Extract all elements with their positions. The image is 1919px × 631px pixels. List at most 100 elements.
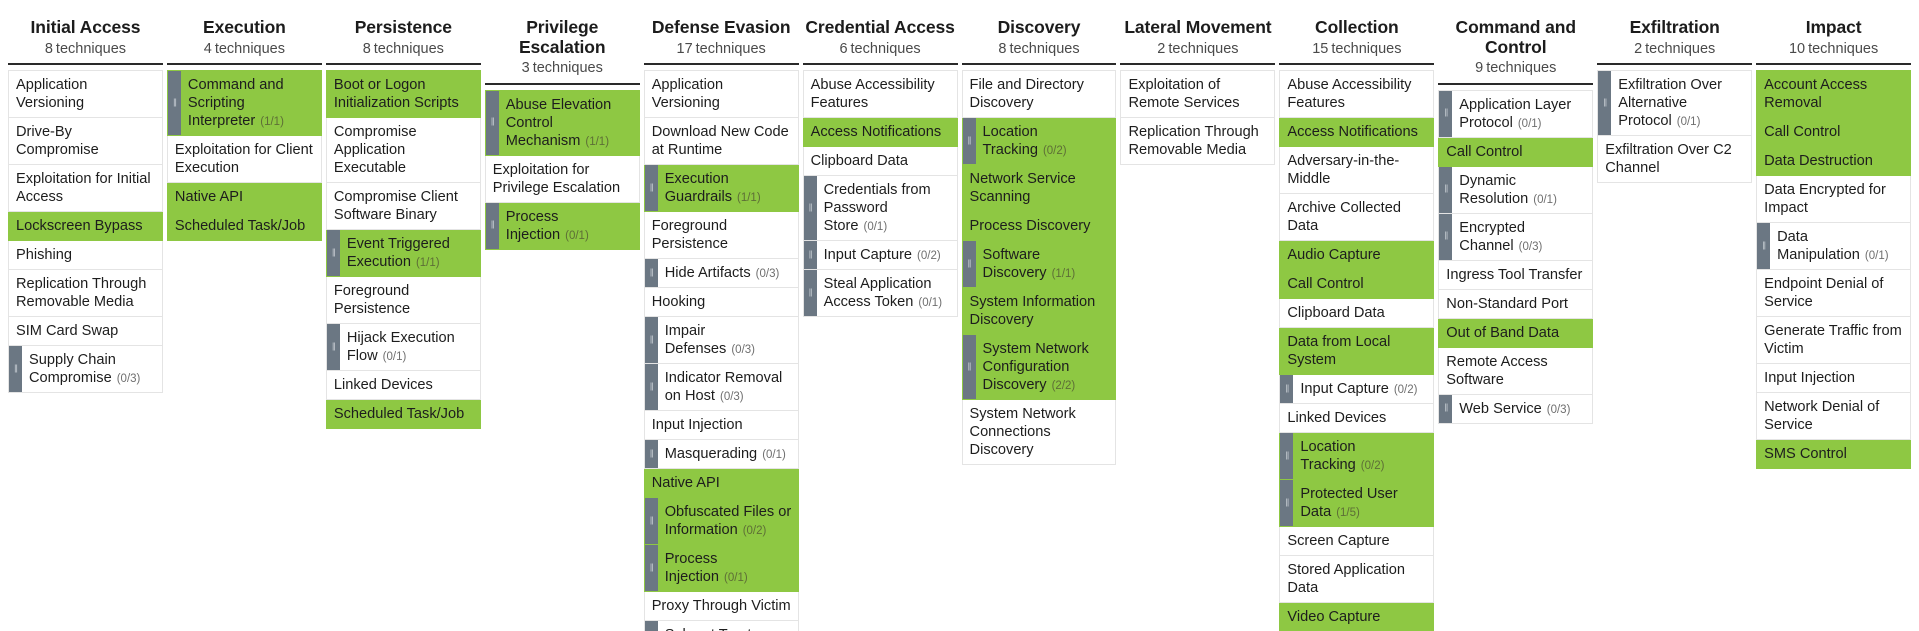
technique-cell[interactable]: ‖Execution Guardrails(1/1) bbox=[643, 165, 799, 213]
subtechnique-expand-icon[interactable]: ‖ bbox=[644, 621, 658, 631]
technique-cell[interactable]: ‖Hijack Execution Flow(0/1) bbox=[325, 324, 481, 372]
technique-cell[interactable]: System Information Discovery bbox=[961, 288, 1117, 336]
technique-cell[interactable]: Account Access Removal bbox=[1756, 70, 1912, 119]
technique-cell[interactable]: Out of Band Data bbox=[1438, 318, 1594, 348]
subtechnique-expand-icon[interactable]: ‖ bbox=[1757, 223, 1771, 270]
subtechnique-expand-icon[interactable]: ‖ bbox=[803, 241, 817, 270]
subtechnique-expand-icon[interactable]: ‖ bbox=[1439, 166, 1453, 213]
technique-cell[interactable]: ‖Indicator Removal on Host(0/3) bbox=[643, 364, 799, 412]
technique-cell[interactable]: Compromise Client Software Binary bbox=[325, 183, 481, 231]
technique-cell[interactable]: ‖Application Layer Protocol(0/1) bbox=[1438, 89, 1594, 138]
subtechnique-expand-icon[interactable]: ‖ bbox=[1439, 213, 1453, 260]
technique-cell[interactable]: Call Control bbox=[1438, 137, 1594, 167]
technique-cell[interactable]: ‖Credentials from Password Store(0/1) bbox=[802, 176, 958, 242]
technique-cell[interactable]: Scheduled Task/Job bbox=[166, 212, 322, 242]
subtechnique-expand-icon[interactable]: ‖ bbox=[485, 90, 499, 155]
technique-cell[interactable]: Endpoint Denial of Service bbox=[1756, 270, 1912, 318]
subtechnique-expand-icon[interactable]: ‖ bbox=[326, 324, 340, 371]
subtechnique-expand-icon[interactable]: ‖ bbox=[644, 165, 658, 212]
subtechnique-expand-icon[interactable]: ‖ bbox=[644, 317, 658, 364]
technique-cell[interactable]: Linked Devices bbox=[1279, 404, 1435, 434]
technique-cell[interactable]: Clipboard Data bbox=[1279, 299, 1435, 329]
technique-cell[interactable]: Hooking bbox=[643, 288, 799, 318]
technique-cell[interactable]: Proxy Through Victim bbox=[643, 592, 799, 622]
technique-cell[interactable]: Network Denial of Service bbox=[1756, 393, 1912, 441]
technique-cell[interactable]: Replication Through Removable Media bbox=[8, 270, 163, 318]
subtechnique-expand-icon[interactable]: ‖ bbox=[1598, 71, 1612, 136]
technique-cell[interactable]: Native API bbox=[166, 183, 322, 213]
technique-cell[interactable]: ‖Location Tracking(0/2) bbox=[1279, 433, 1435, 481]
subtechnique-expand-icon[interactable]: ‖ bbox=[644, 498, 658, 545]
technique-cell[interactable]: Data Encrypted for Impact bbox=[1756, 176, 1912, 224]
subtechnique-expand-icon[interactable]: ‖ bbox=[803, 270, 817, 317]
technique-cell[interactable]: ‖Event Triggered Execution(1/1) bbox=[325, 230, 481, 278]
technique-cell[interactable]: ‖Data Manipulation(0/1) bbox=[1756, 223, 1912, 271]
technique-cell[interactable]: ‖Input Capture(0/2) bbox=[1279, 375, 1435, 405]
technique-cell[interactable]: ‖Supply Chain Compromise(0/3) bbox=[8, 346, 163, 394]
technique-cell[interactable]: ‖Abuse Elevation Control Mechanism(1/1) bbox=[484, 89, 640, 156]
technique-cell[interactable]: ‖System Network Configuration Discovery(… bbox=[961, 335, 1117, 401]
technique-cell[interactable]: Non-Standard Port bbox=[1438, 289, 1594, 319]
technique-cell[interactable]: File and Directory Discovery bbox=[961, 70, 1117, 119]
technique-cell[interactable]: Compromise Application Executable bbox=[325, 118, 481, 184]
technique-cell[interactable]: Exploitation for Privilege Escalation bbox=[484, 155, 640, 203]
technique-cell[interactable]: ‖Masquerading(0/1) bbox=[643, 440, 799, 470]
subtechnique-expand-icon[interactable]: ‖ bbox=[9, 346, 22, 393]
subtechnique-expand-icon[interactable]: ‖ bbox=[326, 230, 340, 277]
technique-cell[interactable]: ‖Protected User Data(1/5) bbox=[1279, 480, 1435, 528]
technique-cell[interactable]: Native API bbox=[643, 469, 799, 499]
technique-cell[interactable]: Clipboard Data bbox=[802, 147, 958, 177]
technique-cell[interactable]: ‖Impair Defenses(0/3) bbox=[643, 317, 799, 365]
technique-cell[interactable]: Audio Capture bbox=[1279, 241, 1435, 271]
technique-cell[interactable]: Scheduled Task/Job bbox=[325, 400, 481, 430]
technique-cell[interactable]: Foreground Persistence bbox=[325, 277, 481, 325]
technique-cell[interactable]: Ingress Tool Transfer bbox=[1438, 260, 1594, 290]
technique-cell[interactable]: Network Service Scanning bbox=[961, 165, 1117, 213]
technique-cell[interactable]: SIM Card Swap bbox=[8, 317, 163, 347]
technique-cell[interactable]: Download New Code at Runtime bbox=[643, 118, 799, 166]
technique-cell[interactable]: Call Control bbox=[1756, 118, 1912, 148]
technique-cell[interactable]: Access Notifications bbox=[802, 118, 958, 148]
technique-cell[interactable]: Exploitation for Initial Access bbox=[8, 165, 163, 213]
technique-cell[interactable]: Linked Devices bbox=[325, 371, 481, 401]
technique-cell[interactable]: Exploitation of Remote Services bbox=[1120, 70, 1276, 119]
technique-cell[interactable]: Application Versioning bbox=[8, 70, 163, 119]
technique-cell[interactable]: Abuse Accessibility Features bbox=[802, 70, 958, 119]
technique-cell[interactable]: Application Versioning bbox=[643, 70, 799, 119]
technique-cell[interactable]: Remote Access Software bbox=[1438, 347, 1594, 395]
technique-cell[interactable]: Call Control bbox=[1279, 270, 1435, 300]
technique-cell[interactable]: System Network Connections Discovery bbox=[961, 400, 1117, 466]
subtechnique-expand-icon[interactable]: ‖ bbox=[962, 118, 976, 165]
technique-cell[interactable]: Process Discovery bbox=[961, 212, 1117, 242]
technique-cell[interactable]: ‖Subvert Trust Controls(0/1) bbox=[643, 621, 799, 631]
technique-cell[interactable]: ‖Command and Scripting Interpreter(1/1) bbox=[166, 70, 322, 137]
technique-cell[interactable]: Drive-By Compromise bbox=[8, 118, 163, 166]
technique-cell[interactable]: Data Destruction bbox=[1756, 147, 1912, 177]
technique-cell[interactable]: ‖Location Tracking(0/2) bbox=[961, 118, 1117, 166]
technique-cell[interactable]: Lockscreen Bypass bbox=[8, 212, 163, 242]
technique-cell[interactable]: Access Notifications bbox=[1279, 118, 1435, 148]
technique-cell[interactable]: ‖Process Injection(0/1) bbox=[484, 202, 640, 250]
technique-cell[interactable]: Generate Traffic from Victim bbox=[1756, 317, 1912, 365]
subtechnique-expand-icon[interactable]: ‖ bbox=[167, 71, 181, 136]
subtechnique-expand-icon[interactable]: ‖ bbox=[803, 176, 817, 241]
subtechnique-expand-icon[interactable]: ‖ bbox=[1439, 394, 1453, 423]
technique-cell[interactable]: Archive Collected Data bbox=[1279, 194, 1435, 242]
subtechnique-expand-icon[interactable]: ‖ bbox=[644, 259, 658, 288]
technique-cell[interactable]: ‖Dynamic Resolution(0/1) bbox=[1438, 166, 1594, 214]
subtechnique-expand-icon[interactable]: ‖ bbox=[644, 545, 658, 592]
technique-cell[interactable]: ‖Obfuscated Files or Information(0/2) bbox=[643, 498, 799, 546]
technique-cell[interactable]: Exploitation for Client Execution bbox=[166, 136, 322, 184]
technique-cell[interactable]: Input Injection bbox=[643, 411, 799, 441]
technique-cell[interactable]: Stored Application Data bbox=[1279, 556, 1435, 604]
